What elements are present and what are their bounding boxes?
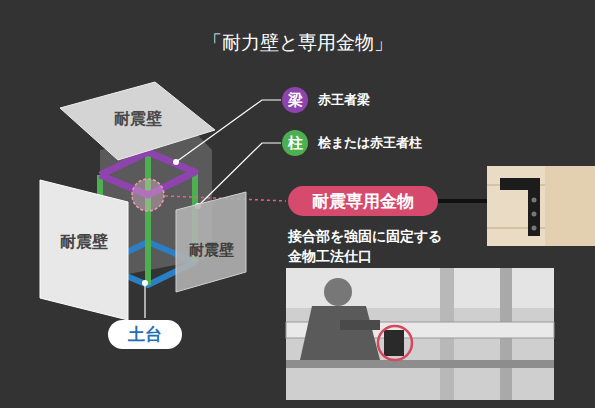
wall-panel: 耐震壁 xyxy=(40,180,128,320)
diagram-title: 「耐力壁と専用金物」 xyxy=(0,30,595,56)
node-label: 土台 xyxy=(128,323,162,346)
panel-outline xyxy=(60,82,215,160)
wall-panel: 耐震壁 xyxy=(60,82,215,160)
worker-head xyxy=(324,278,352,306)
node-label: 耐震専用金物 xyxy=(312,190,414,213)
wall-panel: 耐震壁 xyxy=(176,192,246,292)
callout-text: 桧または赤王者柱 xyxy=(318,134,422,152)
photo-ground xyxy=(487,166,595,246)
node-label: 柱 xyxy=(288,134,303,153)
highlight-bar: 耐震専用金物 xyxy=(288,186,438,216)
node-label: 耐震壁 xyxy=(189,241,234,260)
callout-text: 接合部を強固に固定する 金物工法仕口 xyxy=(288,226,456,267)
bolt xyxy=(532,226,537,231)
panel-outline xyxy=(40,180,128,320)
sky xyxy=(286,268,554,308)
beam-badge: 梁 xyxy=(282,87,308,113)
joint-highlight xyxy=(132,179,164,211)
metal-bracket xyxy=(500,178,540,236)
fitting-photo xyxy=(487,166,595,246)
sill-pill: 土台 xyxy=(108,320,182,349)
metal-bracket xyxy=(384,330,404,356)
panel-outline xyxy=(176,192,246,292)
callout-text: 赤王者梁 xyxy=(318,91,370,109)
photo-ground xyxy=(286,268,554,400)
post xyxy=(545,166,595,246)
node-label: 梁 xyxy=(288,91,303,110)
column-badge: 柱 xyxy=(282,130,308,156)
leader-dot xyxy=(173,159,179,165)
worker-body xyxy=(300,306,380,360)
rail xyxy=(286,360,554,368)
leader-dot xyxy=(142,280,148,286)
construction-photo xyxy=(286,268,554,400)
highlight-circle xyxy=(378,326,412,360)
worker-arm xyxy=(340,320,380,330)
leader-line xyxy=(144,283,145,318)
bolt xyxy=(532,212,537,217)
bolt xyxy=(532,198,537,203)
node-label: 耐震壁 xyxy=(114,109,162,130)
node-label: 耐震壁 xyxy=(60,232,108,253)
